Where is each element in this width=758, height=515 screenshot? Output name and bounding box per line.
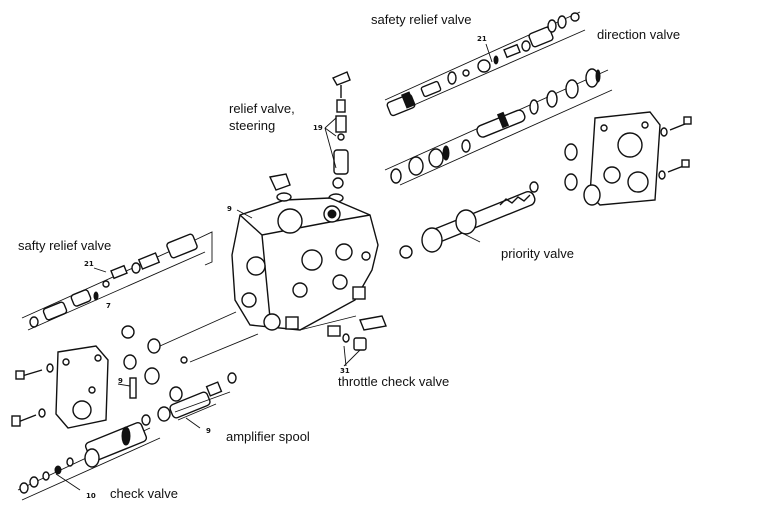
leader-lines: [55, 43, 493, 491]
part-number-9-spool: 9: [206, 427, 211, 435]
label-priority-valve: priority valve: [501, 246, 574, 261]
part-number-21-top: 21: [477, 35, 487, 43]
part-number-21-left: 21: [84, 260, 94, 268]
relief-valve-steering-assembly: [328, 71, 351, 203]
right-end-cover: [564, 111, 692, 206]
label-amplifier-spool: amplifier spool: [226, 429, 310, 444]
check-valve-assembly: [17, 421, 161, 501]
part-number-7: 7: [106, 302, 111, 310]
o-ring-set: [121, 311, 259, 402]
label-direction-valve: direction valve: [597, 27, 681, 42]
amplifier-spool-assembly: [129, 372, 237, 426]
priority-valve-assembly: [399, 181, 539, 259]
label-check-valve: check valve: [110, 486, 178, 501]
label-relief-valve-steering-line2: steering: [229, 118, 276, 133]
part-number-10: 10: [86, 492, 96, 500]
label-safty-relief-valve: safty relief valve: [18, 238, 112, 253]
label-throttle-check-valve: throttle check valve: [338, 374, 450, 389]
label-relief-valve-steering-line1: relief valve,: [229, 101, 295, 116]
part-number-9-body: 9: [227, 205, 232, 213]
left-end-cover: [11, 345, 109, 429]
part-number-9-pin: 9: [118, 377, 123, 385]
main-valve-body: [231, 173, 379, 331]
part-number-19: 19: [313, 124, 323, 132]
safty-relief-valve-assembly: [21, 231, 213, 331]
direction-valve-assembly: [384, 68, 613, 186]
part-number-31: 31: [340, 367, 350, 375]
label-safety-relief-valve: safety relief valve: [371, 12, 472, 27]
throttle-check-valve-assembly: [299, 315, 387, 367]
safety-relief-valve-assembly: [384, 11, 586, 117]
